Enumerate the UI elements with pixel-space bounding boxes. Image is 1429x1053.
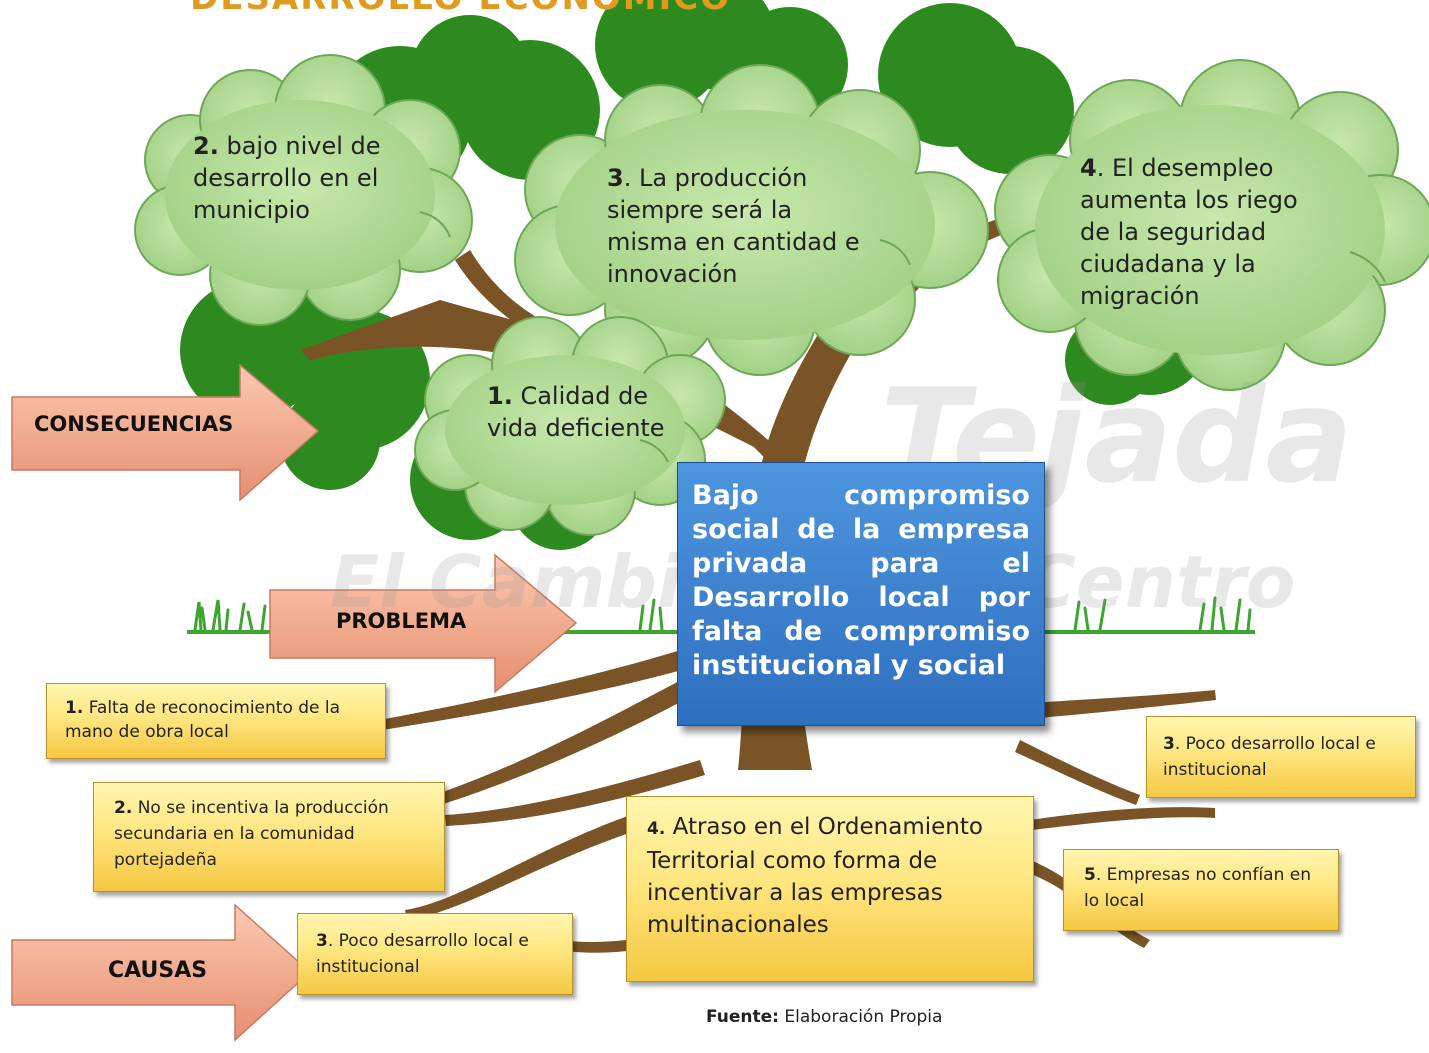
consequence-3-number: 3 xyxy=(607,164,624,192)
cause-2-label: No se incentiva la producción secundaria… xyxy=(114,798,389,870)
cause-3-box: 3. Poco desarrollo local e institucional xyxy=(297,913,573,995)
cause-3b-label: . Poco desarrollo local e institucional xyxy=(1163,734,1376,780)
source-caption: Fuente: Elaboración Propia xyxy=(706,1007,942,1027)
consequence-3-text: 3. La producción siempre será la misma e… xyxy=(607,162,872,290)
cause-1-number: 1. xyxy=(65,698,84,718)
arrow-causes xyxy=(11,903,312,1042)
label-problem: PROBLEMA xyxy=(336,609,467,633)
cause-4-label: Atraso en el Ordenamiento Territorial co… xyxy=(647,814,983,938)
consequence-4-text: 4. El desempleo aumenta los riego de la … xyxy=(1080,152,1325,312)
page-title: DESARROLLO ECONÓMICO xyxy=(190,0,731,18)
consequence-4-label: . El desempleo aumenta los riego de la s… xyxy=(1080,154,1298,310)
cause-4-number: 4. xyxy=(647,819,666,839)
arrow-problem xyxy=(269,553,578,694)
source-text: Elaboración Propia xyxy=(784,1007,943,1027)
problem-box: Bajo compromiso social de la empresa pri… xyxy=(677,462,1045,726)
cause-3b-number: 3 xyxy=(1163,734,1175,754)
arrow-consequences xyxy=(11,363,320,502)
consequence-2-number: 2. xyxy=(193,132,219,160)
consequence-1-number: 1. xyxy=(487,382,513,410)
label-consequences: CONSECUENCIAS xyxy=(34,412,234,436)
cause-5-box: 5. Empresas no confían en lo local xyxy=(1063,849,1339,931)
cause-3-label: . Poco desarrollo local e institucional xyxy=(316,931,529,977)
consequence-2-text: 2. bajo nivel de desarrollo en el munici… xyxy=(193,130,403,226)
source-label: Fuente: xyxy=(706,1007,779,1027)
consequence-1-label: Calidad de vida deficiente xyxy=(487,382,665,442)
label-causes: CAUSAS xyxy=(108,958,208,983)
cause-1-box: 1. Falta de reconocimiento de la mano de… xyxy=(46,683,386,759)
consequence-1-text: 1. Calidad de vida deficiente xyxy=(487,380,677,444)
consequence-4-number: 4 xyxy=(1080,154,1097,182)
cause-2-number: 2. xyxy=(114,798,133,818)
cloud-consequence-3 xyxy=(514,64,989,376)
consequence-3-label: . La producción siempre será la misma en… xyxy=(607,164,860,288)
cause-1-label: Falta de reconocimiento de la mano de ob… xyxy=(65,698,341,742)
cause-3-number: 3 xyxy=(316,931,328,951)
cloud-consequence-4 xyxy=(994,59,1429,391)
cause-2-box: 2. No se incentiva la producción secunda… xyxy=(93,782,445,892)
cause-3b-box: 3. Poco desarrollo local e institucional xyxy=(1146,716,1416,798)
consequence-2-label: bajo nivel de desarrollo en el municipio xyxy=(193,132,381,224)
cause-5-number: 5 xyxy=(1084,865,1096,885)
cause-4-box: 4. Atraso en el Ordenamiento Territorial… xyxy=(626,796,1034,982)
cloud-consequence-2 xyxy=(134,54,473,326)
cause-5-label: . Empresas no confían en lo local xyxy=(1084,865,1311,911)
